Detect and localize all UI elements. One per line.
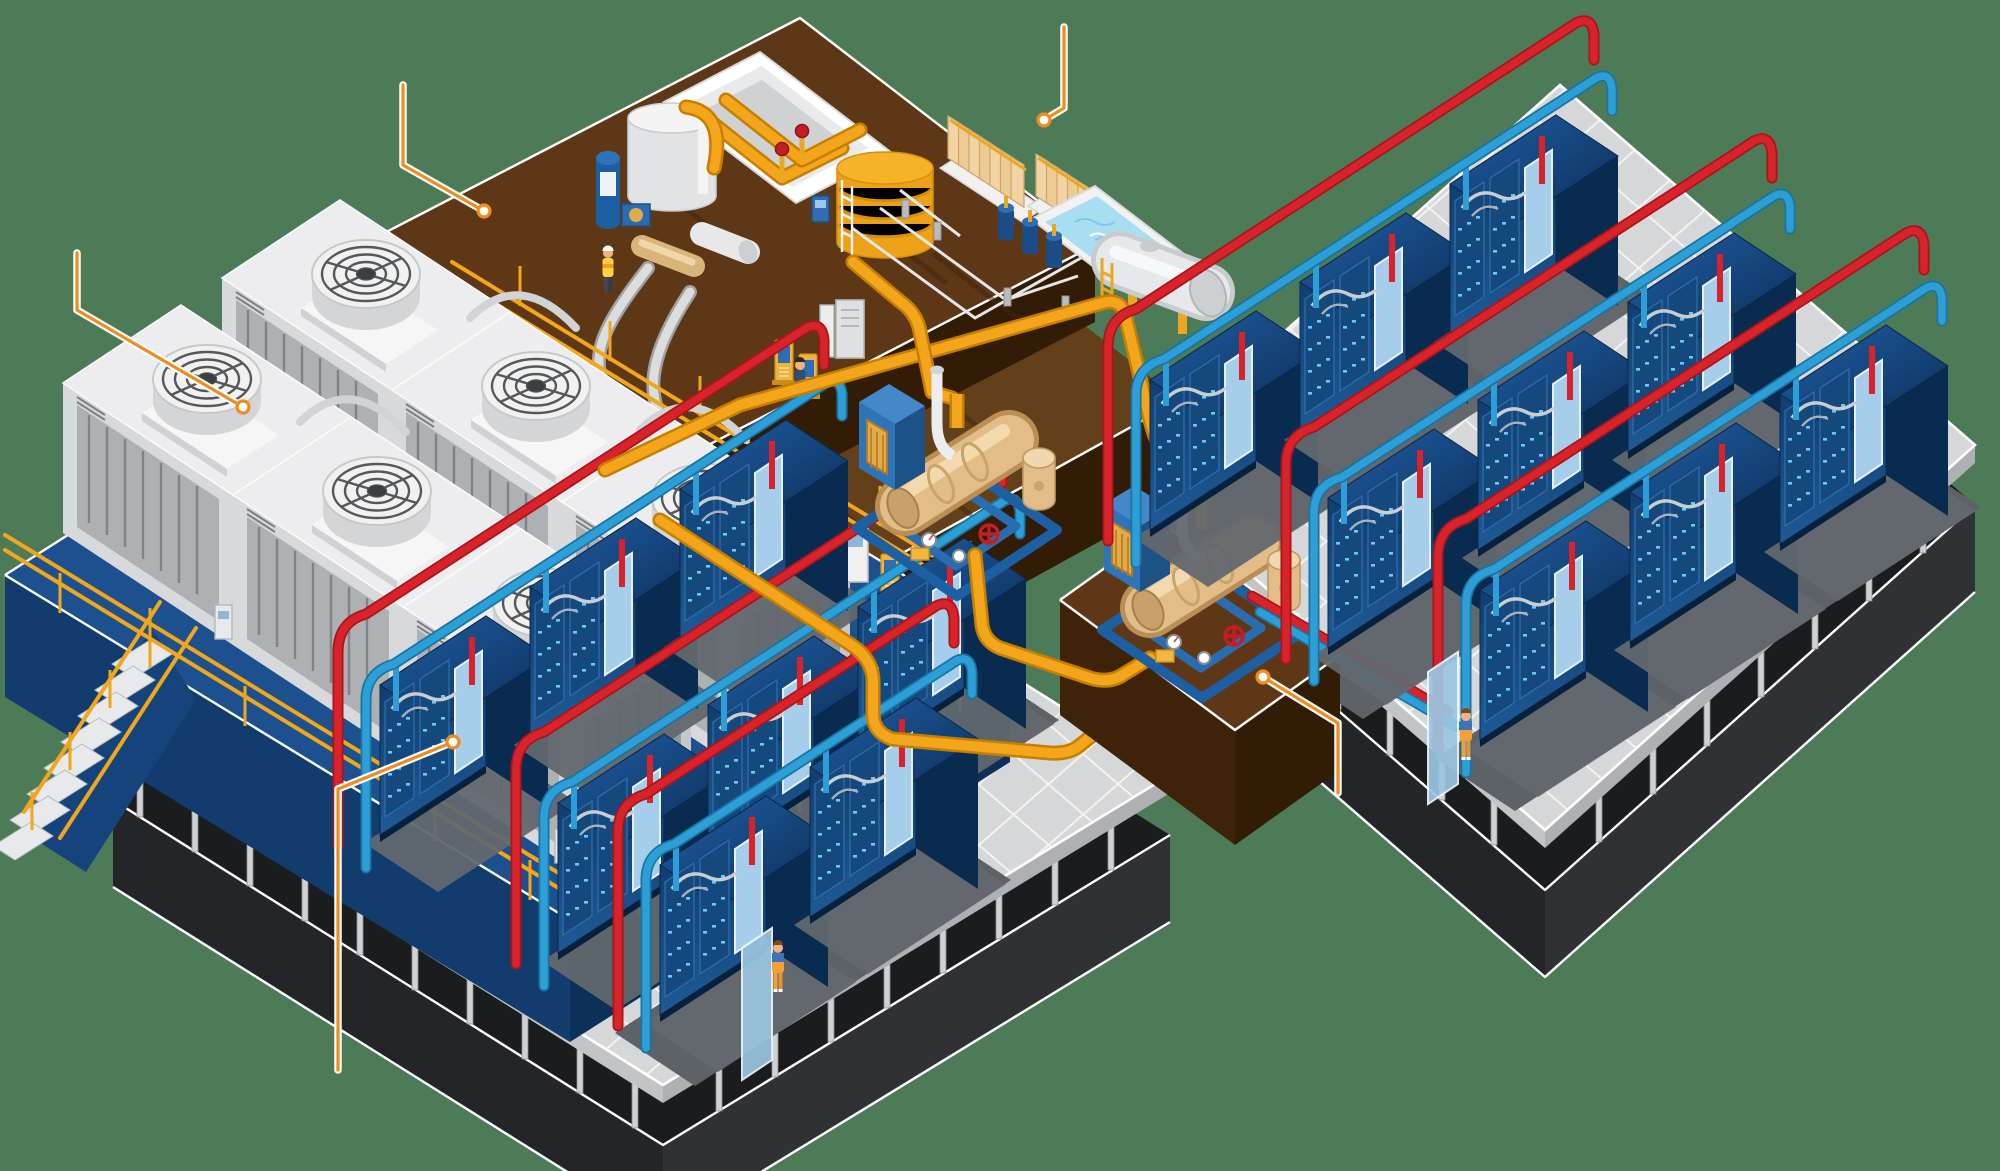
dosing-posts	[901, 199, 1070, 315]
pressure-vessels	[998, 196, 1062, 268]
open-door-glass	[1427, 650, 1459, 806]
callout-cooling-towers	[73, 249, 251, 415]
valve-handwheel-icon	[774, 141, 790, 157]
tank-ladder	[840, 180, 854, 258]
callout-softener-skid	[399, 81, 492, 219]
tank-controller	[811, 195, 830, 223]
sump-basin	[662, 50, 894, 205]
server-room-right-racks	[1102, 15, 1976, 806]
open-door-glass	[741, 926, 773, 1082]
valve-handwheel-icon	[794, 123, 810, 139]
callout-cdu-skid	[1255, 669, 1342, 797]
water-softener-skid	[596, 99, 760, 277]
stairs	[0, 600, 198, 872]
callout-treatment-deck	[1036, 23, 1068, 128]
callout-bottom-rack	[334, 734, 461, 1074]
callouts	[73, 23, 1342, 1074]
